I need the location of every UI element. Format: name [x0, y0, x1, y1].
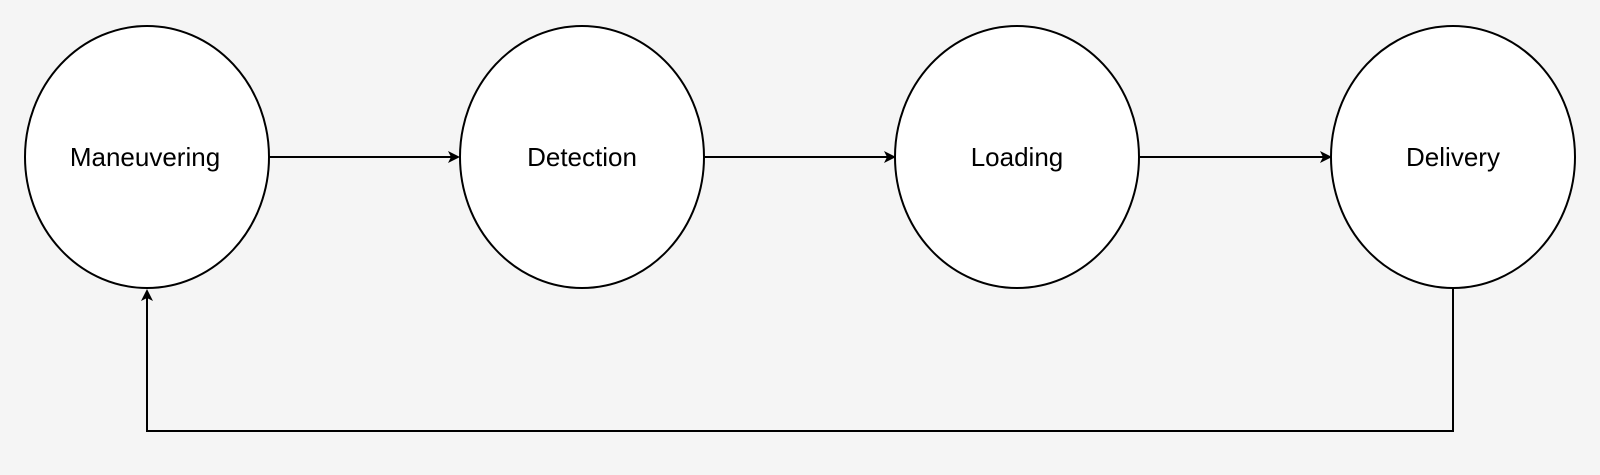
node-loading-label: Loading [971, 142, 1064, 172]
node-loading-circle [894, 25, 1140, 289]
node-delivery-circle [1330, 25, 1576, 289]
edge-delivery-to-maneuvering [141, 288, 1454, 432]
node-maneuvering[interactable]: Maneuvering [24, 25, 270, 289]
node-delivery-label: Delivery [1406, 142, 1500, 172]
node-maneuvering-circle [24, 25, 270, 289]
edges [141, 151, 1454, 432]
node-maneuvering-label: Maneuvering [70, 142, 220, 172]
node-detection-label: Detection [527, 142, 637, 172]
node-detection-circle [459, 25, 705, 289]
node-loading[interactable]: Loading [894, 25, 1140, 289]
node-delivery[interactable]: Delivery [1330, 25, 1576, 289]
node-detection[interactable]: Detection [459, 25, 705, 289]
